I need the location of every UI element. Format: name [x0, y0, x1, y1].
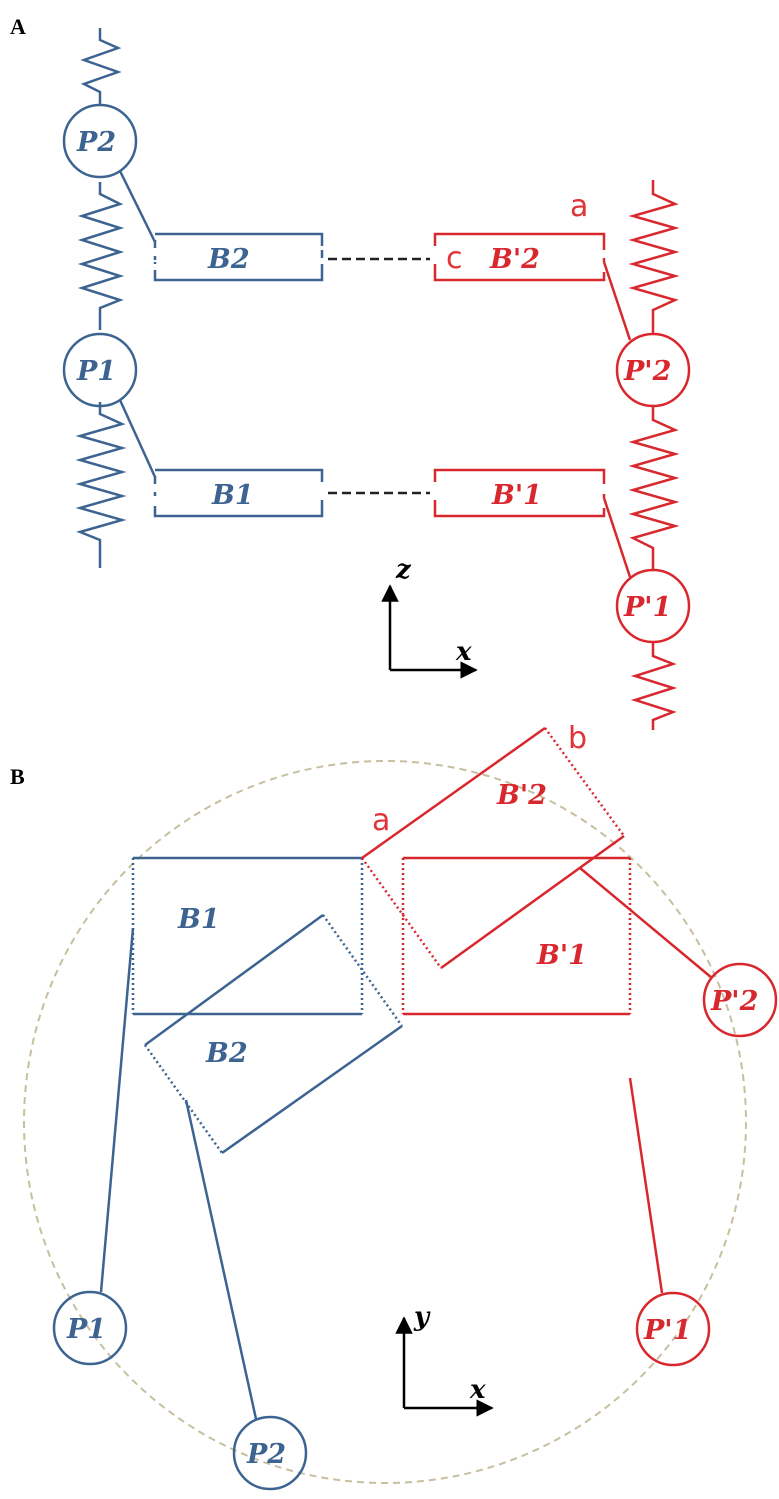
- spring-top-right-a: [628, 180, 680, 334]
- spring-mid-left-a: [77, 182, 125, 330]
- panel-a: A: [10, 14, 691, 730]
- label-b2-b: B2: [205, 1038, 248, 1069]
- label-b1-b: B1: [177, 904, 220, 935]
- spring-bottom-right-a: [630, 642, 678, 730]
- link-p2p-b2p-b: [579, 867, 713, 979]
- axis-z-label: z: [395, 555, 412, 585]
- axis-x-label-b: x: [469, 1375, 486, 1405]
- label-p2: P2: [76, 127, 116, 158]
- particle-p2prime-circle-b: [702, 962, 778, 1038]
- label-p2-b: P2: [246, 1439, 286, 1470]
- annotation-b: b: [568, 721, 587, 756]
- block-b2-dotted: [143, 914, 404, 1154]
- block-b1p-outline: [433, 468, 606, 518]
- left-chain-a: [62, 28, 324, 568]
- annotation-c: c: [446, 241, 463, 276]
- link-p2p-b2p: [602, 261, 632, 341]
- block-b2-solid: [144, 913, 403, 1155]
- particle-p1-circle: [62, 332, 138, 408]
- panel-a-label: A: [10, 14, 26, 39]
- particle-p1prime-circle: [615, 568, 691, 644]
- label-p2prime: P'2: [623, 356, 671, 387]
- block-b1-outline: [153, 468, 324, 518]
- annotation-a-top: a: [570, 189, 588, 224]
- label-b1prime: B'1: [491, 480, 542, 511]
- label-b2prime-b: B'2: [496, 780, 547, 811]
- label-p1prime: P'1: [623, 592, 671, 623]
- link-p1p-b1p: [602, 497, 632, 578]
- right-chain-a: [433, 180, 691, 730]
- block-b1-solid: [133, 856, 362, 1016]
- spring-top-left-a: [80, 28, 122, 106]
- label-b2: B2: [207, 244, 250, 275]
- particle-p2prime-circle: [615, 332, 691, 408]
- block-b1-dotted: [131, 858, 364, 1014]
- link-p1-b1: [118, 399, 157, 478]
- link-p2-b2-b: [184, 1099, 258, 1420]
- block-b1prime-dotted: [401, 858, 632, 1014]
- spring-mid-right-a: [628, 406, 680, 570]
- particle-p1-circle-b: [52, 1290, 128, 1366]
- link-p2-b2: [118, 170, 157, 243]
- particle-p1prime-circle-b: [635, 1291, 711, 1367]
- dash-b2: [153, 250, 324, 264]
- particle-p2-circle-b: [232, 1415, 308, 1491]
- label-p1-b: P1: [66, 1314, 106, 1345]
- axes-b: y x: [395, 1302, 494, 1417]
- block-b2prime-solid: [361, 726, 625, 970]
- particle-p2-circle: [62, 103, 138, 179]
- panel-b: B B1 B2: [10, 721, 778, 1491]
- spring-bottom-left-a: [75, 402, 127, 568]
- label-b2prime: B'2: [489, 244, 540, 275]
- label-p2prime-b: P'2: [710, 986, 758, 1017]
- label-p1prime-b: P'1: [643, 1315, 691, 1346]
- label-b1: B1: [211, 480, 254, 511]
- annotation-a-b: a: [372, 803, 390, 838]
- left-chain-b: [52, 856, 404, 1491]
- axes-a: z x: [381, 555, 478, 679]
- panel-b-label: B: [10, 764, 25, 789]
- link-p1p-b1p-b: [628, 1077, 664, 1294]
- label-p1: P1: [76, 356, 116, 387]
- block-b2p-outline: [433, 232, 606, 282]
- block-b2prime-dotted: [360, 727, 626, 969]
- label-b1prime-b: B'1: [536, 940, 587, 971]
- boundary-circle: [23, 760, 747, 1484]
- block-b2-outline: [153, 232, 324, 282]
- link-p1-b1-b: [99, 927, 135, 1293]
- right-chain-b: [360, 726, 778, 1367]
- axis-y-label: y: [413, 1302, 431, 1332]
- axis-x-label-a: x: [455, 637, 472, 667]
